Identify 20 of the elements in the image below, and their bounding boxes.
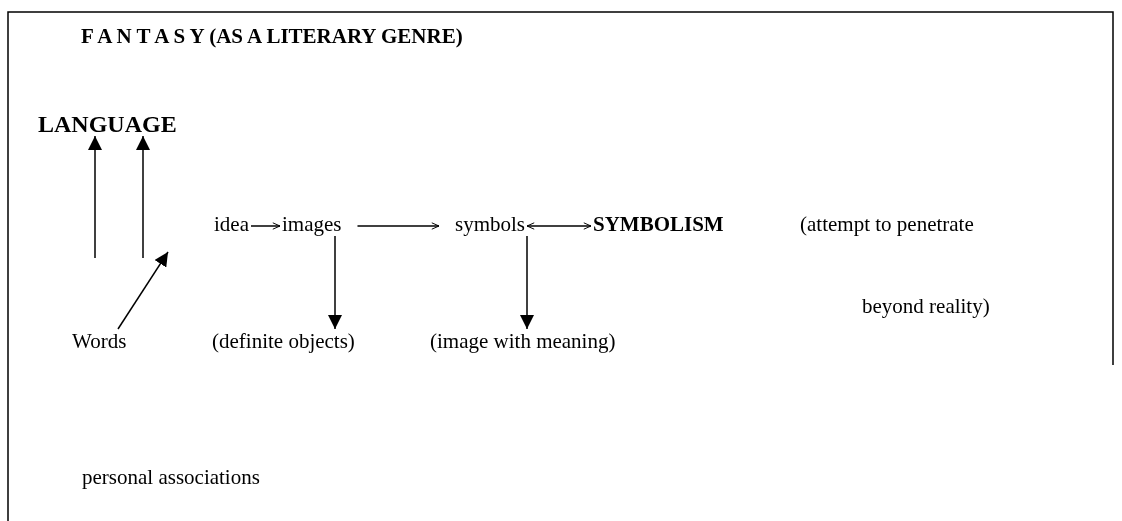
note-text: personal associations [82, 465, 260, 489]
arrow [117, 251, 169, 330]
arrow [328, 235, 342, 330]
concept-heading: LANGUAGE [38, 112, 177, 136]
concept-heading: SYMBOLISM [593, 212, 724, 236]
concept-text: idea [214, 212, 249, 236]
concept-text: (definite objects) [212, 329, 355, 353]
arrow [250, 222, 281, 230]
arrow [136, 135, 150, 259]
title: F A N T A S Y (AS A LITERARY GENRE) [81, 24, 463, 48]
arrow [520, 235, 534, 330]
concept-text: images [282, 212, 342, 236]
concept-text: Words [72, 329, 127, 353]
arrow [526, 222, 592, 230]
concept-text: (image with meaning) [430, 329, 616, 353]
concept-text: symbols [455, 212, 525, 236]
arrow [356, 222, 440, 230]
arrow [88, 135, 102, 259]
note-text: (attempt to penetrate [800, 212, 974, 236]
note-text: beyond reality) [862, 294, 990, 318]
